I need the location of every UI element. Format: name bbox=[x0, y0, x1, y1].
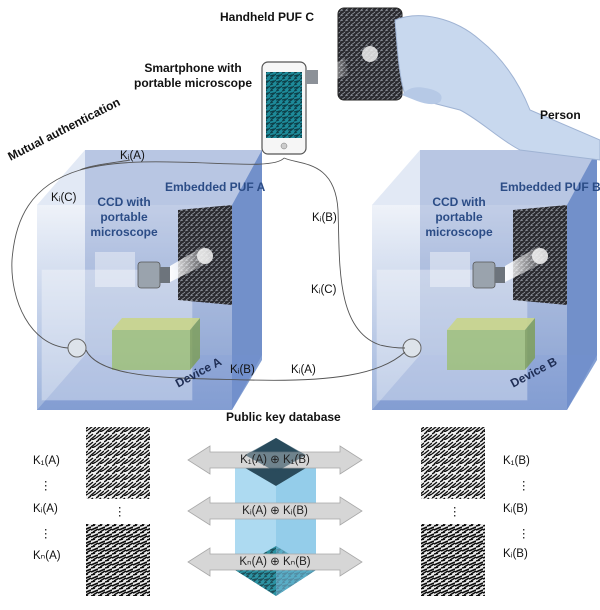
ccd-a-line1: CCD with bbox=[97, 195, 151, 209]
link-key-ki-a-top: Kᵢ(A) bbox=[120, 150, 145, 162]
device-b bbox=[372, 150, 597, 410]
database-cube-top-overlay bbox=[245, 438, 306, 472]
left-key-n: Kₙ(A) bbox=[33, 550, 61, 562]
ccd-a-line2: portable bbox=[100, 210, 148, 224]
right-key-n: Kᵢ(B) bbox=[503, 548, 528, 560]
right-key-i: Kᵢ(B) bbox=[503, 503, 528, 515]
smartphone-label-line1: Smartphone with bbox=[144, 61, 242, 75]
smartphone-label-line2: portable microscope bbox=[133, 76, 253, 90]
xor-row-n: Kₙ(A) ⊕ Kₙ(B) bbox=[239, 556, 311, 568]
xor-row-i: Kᵢ(A) ⊕ Kᵢ(B) bbox=[242, 505, 308, 517]
left-puf-images bbox=[86, 427, 150, 596]
person-label: Person bbox=[540, 108, 581, 122]
right-puf-images bbox=[421, 427, 485, 596]
link-key-ki-c-mid: Kᵢ(C) bbox=[311, 284, 337, 296]
right-key-1: K₁(B) bbox=[503, 455, 530, 467]
left-key-i: Kᵢ(A) bbox=[33, 503, 58, 515]
embedded-puf-a-label: Embedded PUF A bbox=[165, 180, 266, 194]
xor-row-1: K₁(A) ⊕ K₁(B) bbox=[240, 454, 310, 466]
connection-lines bbox=[11, 157, 406, 381]
ccd-b-line3: microscope bbox=[425, 225, 493, 239]
hand-illustration bbox=[394, 15, 600, 161]
ccd-b-line1: CCD with bbox=[432, 195, 486, 209]
ccd-a-line3: microscope bbox=[90, 225, 158, 239]
right-images-ellipsis: ⋮ bbox=[449, 506, 461, 518]
left-key-ellipsis-2: ⋮ bbox=[40, 528, 52, 540]
smartphone bbox=[261, 58, 348, 155]
link-key-ki-a-bottom: Kᵢ(A) bbox=[291, 364, 316, 376]
right-key-ellipsis-1: ⋮ bbox=[518, 480, 530, 492]
left-key-ellipsis-1: ⋮ bbox=[40, 480, 52, 492]
handheld-puf-label: Handheld PUF C bbox=[220, 10, 315, 24]
left-images-ellipsis: ⋮ bbox=[114, 506, 126, 518]
embedded-puf-b-label: Embedded PUF B bbox=[500, 180, 600, 194]
left-key-1: K₁(A) bbox=[33, 455, 60, 467]
device-a bbox=[37, 150, 262, 410]
public-key-database-title: Public key database bbox=[226, 410, 341, 424]
link-key-ki-b-bottom: Kᵢ(B) bbox=[230, 364, 255, 376]
handheld-puf-card bbox=[337, 7, 403, 101]
link-key-ki-b-mid: Kᵢ(B) bbox=[312, 212, 337, 224]
link-key-ki-c-left: Kᵢ(C) bbox=[51, 192, 77, 204]
ccd-b-line2: portable bbox=[435, 210, 483, 224]
right-key-ellipsis-2: ⋮ bbox=[518, 528, 530, 540]
